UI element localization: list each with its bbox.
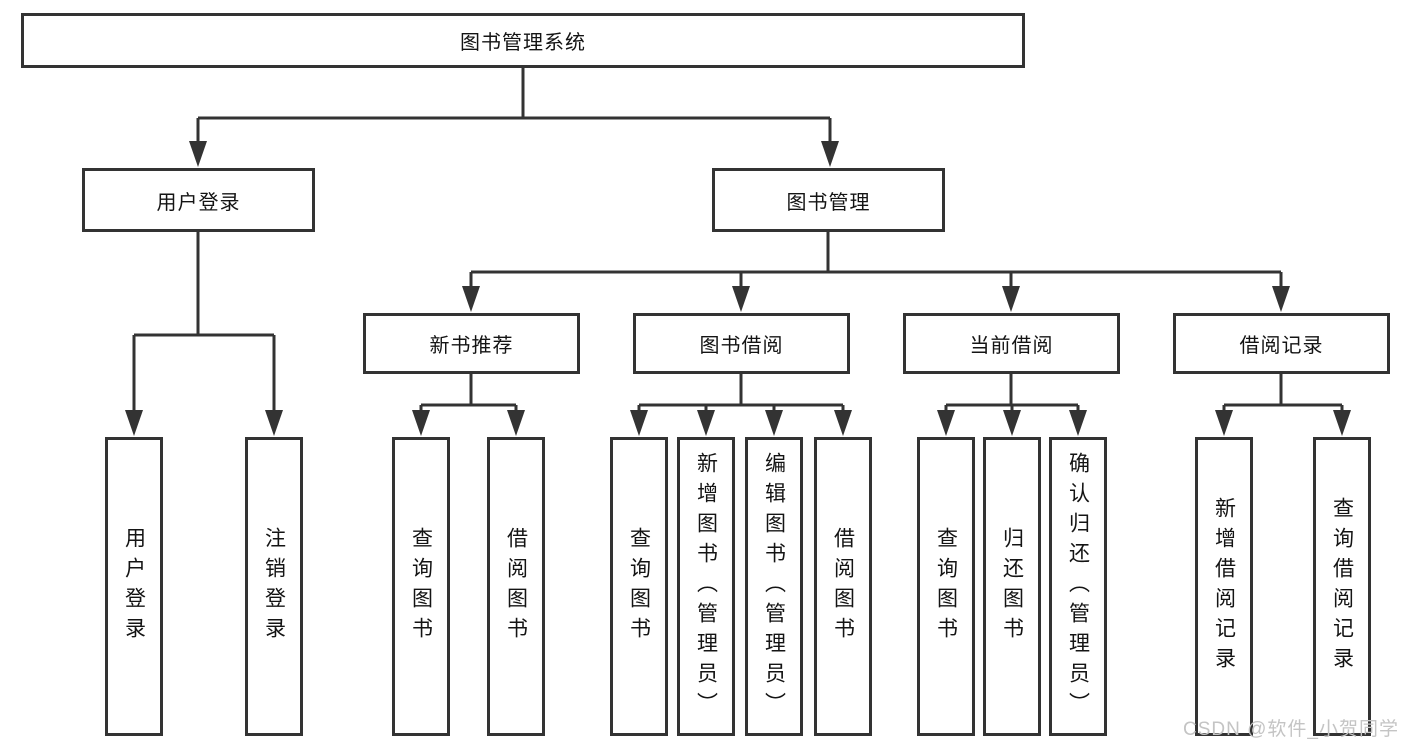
node-new-book-recommend: 新书推荐	[363, 313, 580, 374]
csdn-watermark: CSDN @软件_小贺同学	[1183, 719, 1399, 740]
node-root-library-system: 图书管理系统	[21, 13, 1025, 68]
node-book-borrow: 图书借阅	[633, 313, 850, 374]
leaf-borrow-add-books-admin: 新增图书（管理员）	[677, 437, 735, 736]
leaf-records-add-record: 新增借阅记录	[1195, 437, 1253, 736]
node-borrow-records: 借阅记录	[1173, 313, 1390, 374]
node-book-management: 图书管理	[712, 168, 945, 232]
leaf-borrow-query-books: 查询图书	[610, 437, 668, 736]
node-current-borrow: 当前借阅	[903, 313, 1120, 374]
leaf-records-query-record: 查询借阅记录	[1313, 437, 1371, 736]
leaf-current-return-books: 归还图书	[983, 437, 1041, 736]
leaf-borrow-borrow-books: 借阅图书	[814, 437, 872, 736]
leaf-current-confirm-return-admin: 确认归还（管理员）	[1049, 437, 1107, 736]
leaf-recommend-query-books: 查询图书	[392, 437, 450, 736]
leaf-current-query-books: 查询图书	[917, 437, 975, 736]
leaf-logout: 注销登录	[245, 437, 303, 736]
leaf-recommend-borrow-books: 借阅图书	[487, 437, 545, 736]
node-user-login: 用户登录	[82, 168, 315, 232]
arrowhead-icons	[125, 141, 1351, 436]
leaf-borrow-edit-books-admin: 编辑图书（管理员）	[745, 437, 803, 736]
leaf-user-login: 用户登录	[105, 437, 163, 736]
